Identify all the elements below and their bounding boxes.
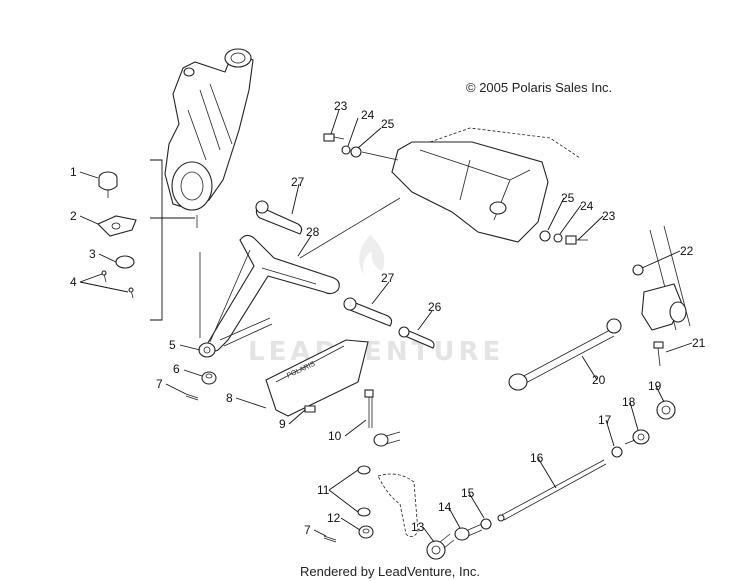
rod-end-lower (426, 533, 455, 560)
callout-13: 13 (411, 520, 425, 534)
pivot-bolt (653, 341, 664, 367)
callout-21: 21 (692, 336, 706, 350)
callout-3: 3 (89, 247, 96, 261)
copyright-notice: © 2005 Polaris Sales Inc. (466, 80, 613, 95)
callout-10: 10 (328, 429, 342, 443)
callout-25-left: 25 (381, 117, 395, 131)
callout-23-right: 23 (602, 209, 616, 223)
tie-rod-outer-end (624, 429, 650, 445)
callout-16: 16 (530, 451, 544, 465)
callout-1: 1 (70, 165, 77, 179)
callout-20: 20 (592, 373, 606, 387)
bolt-23-right (565, 235, 588, 245)
rod-end-joint (454, 523, 483, 541)
steering-knuckle (164, 48, 254, 228)
bushing-lower (343, 297, 393, 327)
bolt-small (304, 405, 316, 413)
bolt-long (364, 389, 374, 428)
callout-25-right: 25 (561, 191, 575, 205)
washer-24-left (341, 145, 351, 155)
callout-labels: 1 2 3 4 5 6 7 8 9 10 11 12 7 13 14 15 16… (70, 99, 706, 537)
washer-lower (357, 507, 371, 517)
callout-8: 8 (226, 391, 233, 405)
render-credit: Rendered by LeadVenture, Inc. (300, 564, 480, 579)
callout-7: 7 (156, 377, 163, 391)
screws (101, 270, 134, 299)
callout-23-left: 23 (334, 99, 348, 113)
watermark-text: LEADVENTURE (248, 337, 504, 367)
group-bracket (150, 159, 195, 321)
callout-15: 15 (461, 486, 475, 500)
callout-24-right: 24 (580, 199, 594, 213)
callout-5: 5 (169, 338, 176, 352)
bushing-upper (255, 200, 303, 235)
upper-nut (632, 264, 644, 276)
callout-24-left: 24 (361, 108, 375, 122)
drag-link (508, 318, 622, 391)
callout-18: 18 (622, 395, 636, 409)
tie-rod (497, 459, 607, 522)
nut (201, 371, 217, 385)
watermark-logo: LEADVENTURE (248, 235, 504, 367)
callout-17: 17 (598, 413, 612, 427)
callout-6: 6 (173, 362, 180, 376)
callout-9: 9 (279, 417, 286, 431)
callout-26: 26 (428, 300, 442, 314)
ball-joint (98, 171, 118, 198)
tie-rod-end (373, 431, 401, 447)
callout-27-lower: 27 (381, 271, 395, 285)
cap (115, 255, 135, 269)
retainer-plate (97, 215, 137, 237)
leader-lines (79, 109, 693, 543)
washer-upper (357, 465, 371, 475)
callout-27-upper: 27 (291, 175, 305, 189)
frame-outline (377, 473, 419, 537)
cotter-pin-lower (323, 535, 337, 543)
callout-2: 2 (70, 209, 77, 223)
callout-28: 28 (306, 225, 320, 239)
cotter-pin (185, 393, 199, 401)
washer-25-right (539, 230, 551, 242)
sleeve (398, 326, 435, 349)
callout-14: 14 (438, 500, 452, 514)
washer-24-right (553, 233, 563, 243)
jam-nut-lower (480, 518, 492, 530)
callout-11: 11 (317, 483, 330, 497)
lock-nut (358, 525, 374, 539)
washer-25-left (350, 146, 362, 158)
bolt-23-left (323, 133, 345, 142)
jam-nut-upper (611, 446, 623, 458)
steering-post (641, 225, 691, 331)
callout-22: 22 (680, 244, 694, 258)
callout-7-lower: 7 (304, 523, 311, 537)
callout-12: 12 (327, 511, 341, 525)
frame-crossmember (391, 127, 581, 243)
callout-19: 19 (648, 379, 662, 393)
rod-end-bushing (656, 400, 676, 420)
callout-4: 4 (70, 275, 77, 289)
